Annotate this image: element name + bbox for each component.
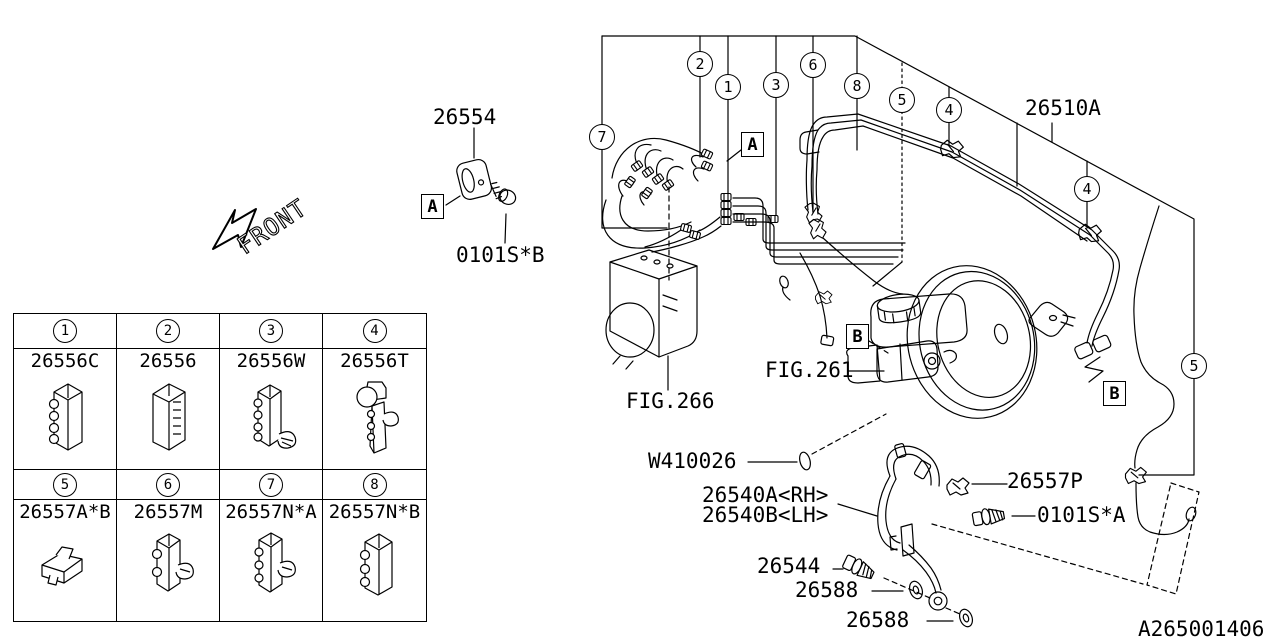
callout-4a[interactable]: 4 [936,97,962,123]
dashed-reference-lines [811,340,1200,615]
callout-5b[interactable]: 5 [1181,353,1207,379]
label-W410026[interactable]: W410026 [648,449,737,473]
table-header-3: 3 [220,314,323,349]
flange-bolt-icon [971,508,1006,527]
brake-booster [846,265,1076,419]
label-26557P[interactable]: 26557P [1007,469,1083,493]
clamp-icon-26556C [48,383,83,451]
clamp-icon-26556W [253,384,297,449]
front-brake-hose [877,443,948,611]
table-header-8: 8 [323,470,426,500]
label-0101SB[interactable]: 0101S*B [456,243,545,267]
clamp-parts-table: 1 2 3 4 26556C 26556 26556W [13,313,427,622]
part-cell-26556T[interactable]: 26556T [323,349,426,470]
table-header-2: 2 [117,314,220,349]
clamp-icon-26557NA [254,532,296,593]
label-26544[interactable]: 26544 [757,554,821,578]
clamp-icon-26557AB [41,546,83,586]
table-header-6: 6 [117,470,220,500]
part-cell-26557AB[interactable]: 26557A*B [14,500,117,621]
label-26588-a[interactable]: 26588 [795,578,859,602]
label-26540A-RH[interactable]: 26540A<RH> [702,483,829,507]
label-26588-b[interactable]: 26588 [846,608,910,632]
abs-unit [605,186,698,391]
table-header-5: 5 [14,470,117,500]
abs-pipe-cluster [602,137,742,249]
callout-4b[interactable]: 4 [1074,176,1100,202]
table-header-4: 4 [323,314,426,349]
pipe-junctions [644,192,906,265]
part-cell-26557NA[interactable]: 26557N*A [220,500,323,621]
union-bolt-icon [842,554,875,580]
callout-5a[interactable]: 5 [889,87,915,113]
clamp-icon-26557NB [359,533,393,596]
clamp-icon-26556 [152,383,186,451]
part-cell-26557M[interactable]: 26557M [117,500,220,621]
label-26554[interactable]: 26554 [433,105,497,129]
label-26540B-LH[interactable]: 26540B<LH> [702,503,829,527]
clamp-icon-26556T [355,381,399,454]
doc-code: A265001406 [1138,617,1265,640]
right-hose-run [1124,205,1197,536]
part-cell-26557NB[interactable]: 26557N*B [323,500,426,621]
part-cell-26556[interactable]: 26556 [117,349,220,470]
part-cell-26556C[interactable]: 26556C [14,349,117,470]
leader-lines [747,370,1036,622]
reservoir-cap [876,293,922,324]
bracket-26554 [445,127,517,244]
cowl-edge [779,237,904,347]
section-box-B2: B [1103,381,1126,406]
bolt-icon [489,181,517,205]
callout-6[interactable]: 6 [800,52,826,78]
table-header-7: 7 [220,470,323,500]
section-box-A: A [741,132,764,157]
clamp-icon-26557M [151,533,194,592]
callout-3[interactable]: 3 [763,72,789,98]
callout-1[interactable]: 1 [715,74,741,100]
callout-7[interactable]: 7 [589,124,615,150]
section-box-B1: B [846,324,869,349]
callout-2[interactable]: 2 [687,51,713,77]
part-cell-26556W[interactable]: 26556W [220,349,323,470]
table-header-1: 1 [14,314,117,349]
label-fig261[interactable]: FIG.261 [765,358,854,382]
front-arrow [212,208,257,250]
label-26510A[interactable]: 26510A [1025,96,1101,120]
label-fig266[interactable]: FIG.266 [626,389,715,413]
callout-8[interactable]: 8 [844,73,870,99]
pipe-run-26510A [799,113,1120,383]
section-box-A-inset: A [421,194,444,219]
hardware-items [799,451,1006,628]
label-0101SA[interactable]: 0101S*A [1037,503,1126,527]
